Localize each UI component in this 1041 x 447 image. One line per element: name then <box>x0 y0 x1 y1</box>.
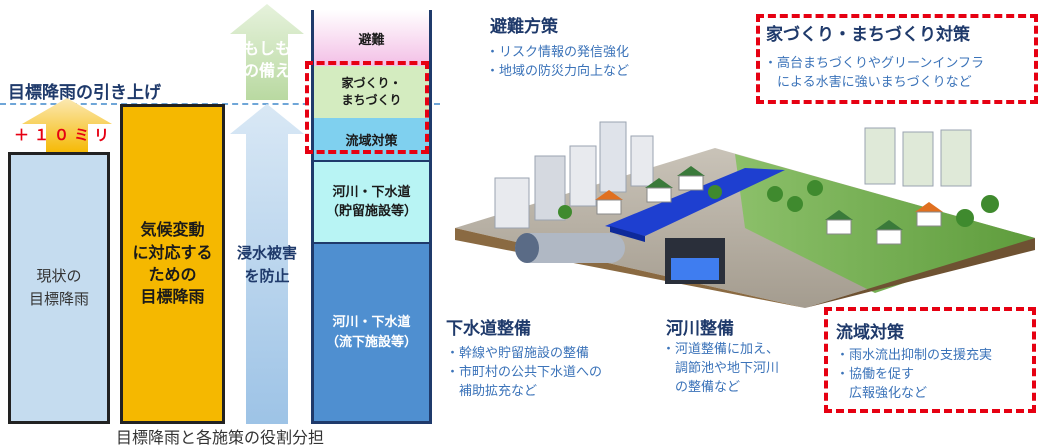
housing-items: ・高台まちづくりやグリーンインフラ による水害に強いまちづくりなど <box>764 56 984 90</box>
basin-items: ・雨水流出抑制の支援充実 ・協働を促す 広報強化など <box>836 348 993 401</box>
housing-title: 家づくり・まちづくり対策 <box>766 25 970 45</box>
basin-title: 流域対策 <box>836 323 904 343</box>
stack-flow-label: 河川・下水道 （流下施設等） <box>325 315 417 350</box>
evacuation-items: ・リスク情報の発信強化 ・地域の防災力向上など <box>486 45 630 79</box>
stack-evacuation: 避難 <box>314 10 429 66</box>
stack-basin-label: 流域対策 <box>345 133 398 149</box>
basin-highlight-frame <box>824 307 1036 413</box>
plus-10mm-label: ＋１０ミリ <box>14 126 115 144</box>
role-sharing-caption: 目標降雨と各施策の役割分担 <box>115 428 324 447</box>
housing-highlight-frame <box>756 14 1038 104</box>
current-target-rain-column: 現状の 目標降雨 <box>8 152 110 424</box>
measures-stack: 避難 家づくり・ まちづくり 流域対策 河川・下水道 （貯留施設等） 河川・下水… <box>311 10 432 424</box>
current-target-rain-label: 現状の 目標降雨 <box>28 266 89 308</box>
prevent-flood-damage-label: 浸水被害 を防止 <box>236 244 297 285</box>
raise-arrow-icon <box>22 98 112 154</box>
climate-target-rain-column: 気候変動 に対応する ための 目標降雨 <box>120 104 225 424</box>
sewer-items: ・幹線や貯留施設の整備 ・市町村の公共下水道への 補助拡充など <box>446 346 603 399</box>
stack-housing: 家づくり・ まちづくり <box>314 66 429 118</box>
stack-flow: 河川・下水道 （流下施設等） <box>314 242 429 421</box>
evacuation-title: 避難方策 <box>490 17 558 37</box>
climate-target-rain-label: 気候変動 に対応する ための 目標降雨 <box>132 220 213 307</box>
just-in-case-label: もしも の備え <box>242 39 291 80</box>
target-rain-raise-title: 目標降雨の引き上げ <box>8 83 161 103</box>
sewer-title: 下水道整備 <box>446 319 531 339</box>
protection-arrow-icon <box>230 4 304 424</box>
stack-evacuation-label: 避難 <box>358 32 385 48</box>
stack-storage: 河川・下水道 （貯留施設等） <box>314 160 429 242</box>
river-items: ・河道整備に加え、 調節池や地下河川 の整備など <box>662 342 780 395</box>
river-title: 河川整備 <box>666 319 734 339</box>
city-river-illustration <box>455 121 1035 308</box>
stack-housing-label: 家づくり・ まちづくり <box>341 76 402 107</box>
highlight-frame <box>305 61 429 154</box>
stack-storage-label: 河川・下水道 （貯留施設等） <box>325 184 417 220</box>
